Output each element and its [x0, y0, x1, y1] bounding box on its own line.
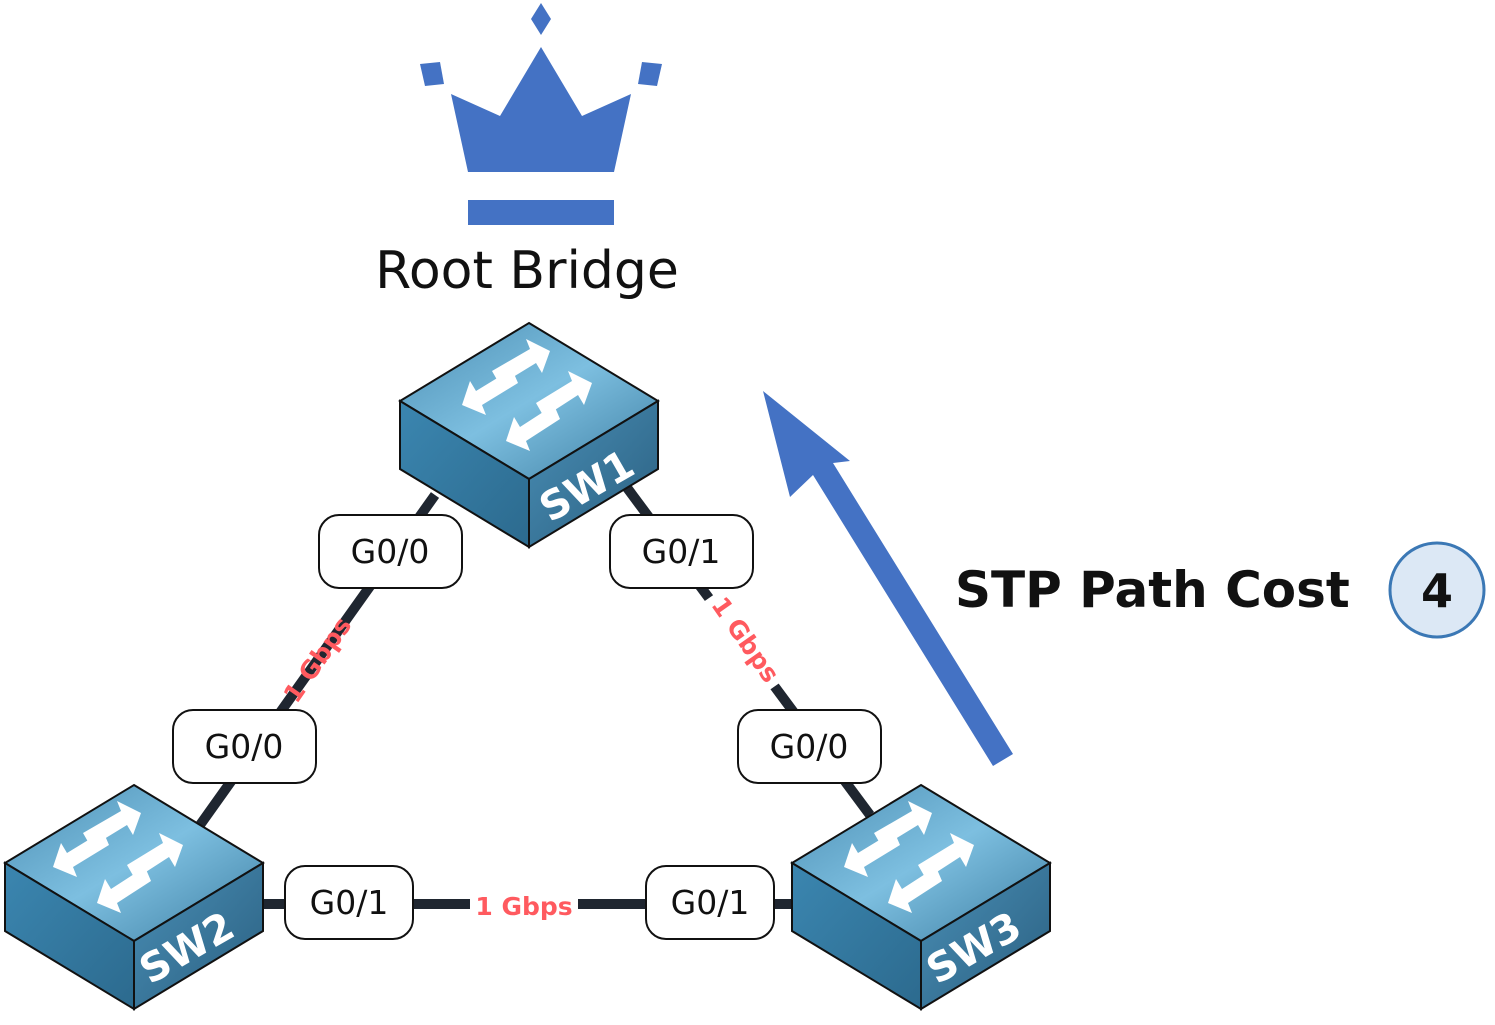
switch-arrows-icon — [462, 339, 592, 451]
svg-text:G0/1: G0/1 — [671, 883, 750, 922]
path-cost-value: 4 — [1421, 564, 1453, 618]
port-label-sw1-g01: G0/1 — [609, 514, 754, 589]
svg-text:G0/1: G0/1 — [642, 532, 721, 571]
port-label-sw1-g00: G0/0 — [318, 514, 463, 589]
port-label-sw3-g01: G0/1 — [645, 865, 775, 940]
svg-text:G0/1: G0/1 — [310, 883, 389, 922]
path-cost-badge: 4 — [1388, 541, 1486, 639]
port-label-sw2-g01: G0/1 — [284, 865, 414, 940]
switch-sw3[interactable]: SW3 — [790, 783, 1052, 1011]
stp-path-cost-label: STP Path Cost — [955, 561, 1350, 619]
svg-text:G0/0: G0/0 — [205, 727, 284, 766]
switch-sw1[interactable]: SW1 — [398, 321, 660, 549]
svg-text:G0/0: G0/0 — [351, 532, 430, 571]
switch-arrows-icon — [844, 801, 974, 913]
path-direction-arrow-icon — [763, 391, 1013, 766]
root-bridge-label: Root Bridge — [375, 241, 679, 301]
crown-icon — [420, 3, 662, 225]
port-label-sw3-g00: G0/0 — [737, 709, 882, 784]
switch-sw2[interactable]: SW2 — [3, 783, 265, 1011]
speed-label-sw1-sw3: 1 Gbps — [706, 592, 786, 688]
speed-label-sw2-sw3: 1 Gbps — [475, 892, 572, 921]
switch-arrows-icon — [53, 801, 183, 913]
svg-text:G0/0: G0/0 — [770, 727, 849, 766]
port-label-sw2-g00: G0/0 — [172, 709, 317, 784]
